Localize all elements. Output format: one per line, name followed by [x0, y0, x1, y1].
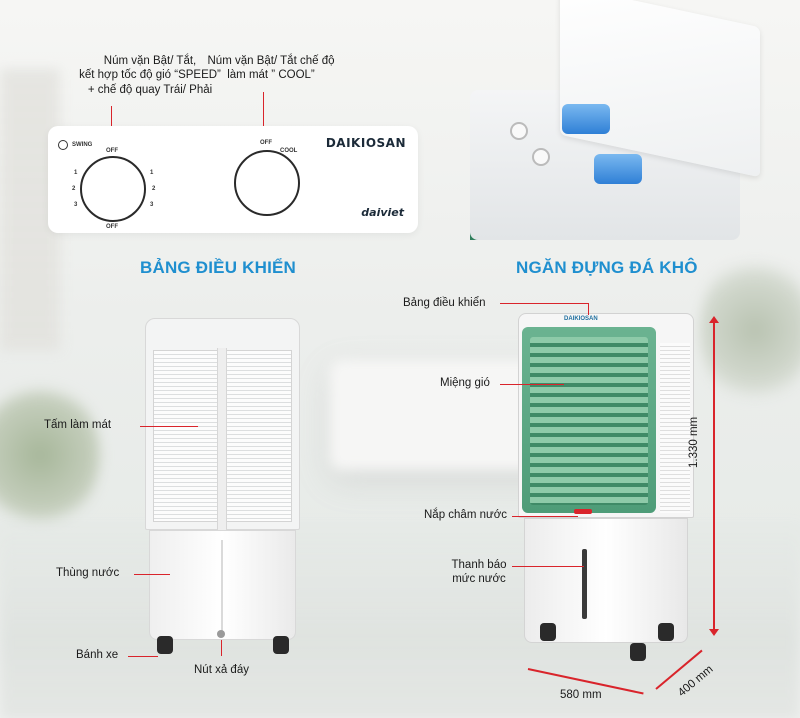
- tank-divider: [221, 540, 223, 632]
- cooling-pad-label: Tấm làm mát: [44, 419, 112, 431]
- cool-knob[interactable]: [234, 150, 300, 216]
- callout-line: + chế độ quay Trái/ Phải: [87, 83, 213, 96]
- cool-label: COOL: [280, 148, 298, 154]
- callout-line: Núm vặn Bật/ Tắt,: [103, 55, 197, 67]
- plant-background-right: [700, 250, 800, 410]
- device-logo: DAIKIOSAN: [564, 316, 598, 322]
- leader-line: [512, 566, 584, 567]
- water-gauge-label: Thanh báo mức nước: [444, 558, 514, 587]
- cool-off-label: OFF: [260, 140, 272, 146]
- wheel-icon: [540, 623, 556, 641]
- speed-tick-2: 2: [152, 186, 156, 192]
- air-outlet-label: Miệng gió: [440, 377, 490, 389]
- front-water-tank: [524, 518, 688, 643]
- control-panel-heading: BẢNG ĐIỀU KHIỂN: [140, 258, 297, 277]
- control-panel-label: Bảng điều khiển: [403, 297, 486, 309]
- callout-line: mức nước: [452, 573, 506, 586]
- leader-line: [134, 574, 170, 575]
- height-dimension-label: 1.330 mm: [688, 416, 700, 468]
- leader-line: [588, 303, 589, 315]
- ice-pack-icon: [594, 154, 642, 184]
- leader-line: [500, 303, 588, 304]
- off-label-top: OFF: [106, 148, 118, 154]
- wheel-icon: [157, 636, 173, 654]
- drain-plug-icon: [217, 630, 225, 638]
- swing-tick-3: 3: [74, 202, 78, 208]
- water-tank-label: Thùng nước: [56, 567, 120, 579]
- speed-tick-3: 3: [150, 202, 154, 208]
- dial-icon: [532, 148, 550, 166]
- leader-line: [221, 640, 222, 656]
- water-level-gauge-icon: [582, 549, 587, 619]
- speed-swing-knob[interactable]: [80, 156, 146, 222]
- wheel-icon: [658, 623, 674, 641]
- side-grille: [660, 343, 690, 513]
- cooler-front-view: DAIKIOSAN: [518, 313, 694, 661]
- leader-line: [512, 516, 578, 517]
- dial-icon: [510, 122, 528, 140]
- swing-tick-2: 2: [72, 186, 76, 192]
- water-cap-label: Nắp châm nước: [424, 509, 507, 521]
- cooler-back-view: [145, 318, 300, 658]
- drain-label: Nút xả đáy: [194, 664, 249, 676]
- swing-tick-1: 1: [74, 170, 78, 176]
- control-panel-face: SWING OFF OFF 1 2 3 1 2 3 OFF COOL DAIKI…: [48, 126, 418, 233]
- wheels-label: Bánh xe: [76, 649, 119, 661]
- leader-line: [263, 92, 264, 142]
- sub-brand-logo: daiviet: [361, 206, 404, 219]
- speed-knob-callout: Núm vặn Bật/ Tắt, kết hợp tốc độ gió “SP…: [60, 54, 240, 97]
- swing-label: SWING: [72, 142, 93, 148]
- water-cap-icon: [574, 509, 592, 514]
- swing-icon: [58, 140, 68, 150]
- cool-knob-callout: Núm vặn Bật/ Tắt chế độ làm mát ” COOL”: [196, 54, 346, 83]
- cooler-back-divider: [217, 348, 227, 530]
- callout-line: làm mát ” COOL”: [227, 69, 315, 82]
- height-dimension-arrow: [709, 316, 719, 636]
- ice-compartment-heading: NGĂN ĐỰNG ĐÁ KHÔ: [516, 258, 698, 277]
- callout-line: Núm vặn Bật/ Tắt chế độ: [207, 55, 335, 67]
- ice-compartment-illustration: [470, 0, 800, 240]
- off-label-bottom: OFF: [106, 224, 118, 230]
- width-dimension-label: 580 mm: [560, 689, 602, 701]
- air-outlet-louvers: [530, 337, 648, 505]
- speed-tick-1: 1: [150, 170, 154, 176]
- leader-line: [128, 656, 158, 657]
- leader-line: [500, 384, 564, 385]
- callout-line: Thanh báo: [451, 559, 507, 571]
- callout-line: kết hợp tốc độ gió “SPEED”: [79, 69, 221, 82]
- leader-line: [140, 426, 198, 427]
- wheel-icon: [273, 636, 289, 654]
- plant-background: [0, 380, 100, 530]
- wheel-icon: [630, 643, 646, 661]
- brand-logo: DAIKIOSAN: [325, 136, 406, 150]
- ice-pack-icon: [562, 104, 610, 134]
